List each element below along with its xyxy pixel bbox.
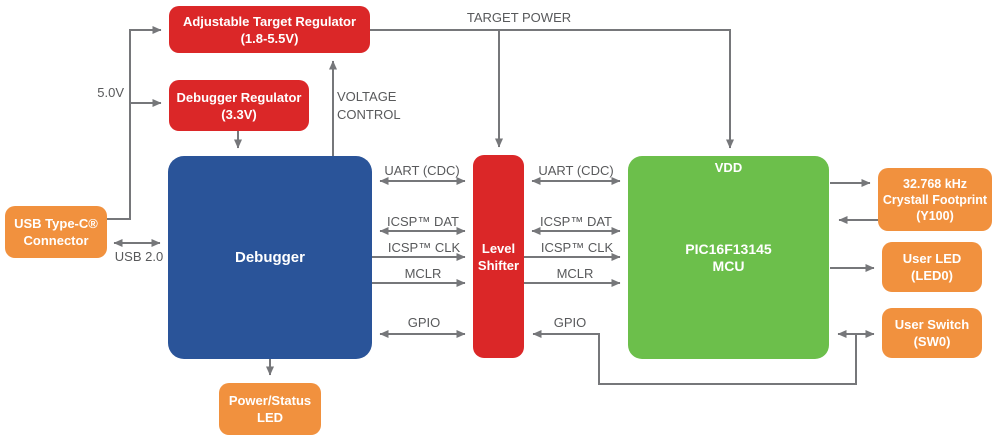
label-icsp-dat-right: ICSP™ DAT xyxy=(540,214,612,229)
block-label: PIC16F13145 xyxy=(685,240,772,257)
block-debugger: Debugger xyxy=(168,156,372,359)
block-label: MCU xyxy=(712,257,745,274)
label-voltage-control-line1: VOLTAGE xyxy=(337,89,397,104)
label-icsp-clk-right: ICSP™ CLK xyxy=(540,240,614,255)
block-pic16f13145-mcu: VDD PIC16F13145 MCU xyxy=(628,156,829,359)
block-level-shifter: Level Shifter xyxy=(473,155,524,358)
block-label: Debugger xyxy=(234,249,305,266)
block-label: Level xyxy=(481,240,516,256)
block-crystal-footprint: 32.768 kHz Crystall Footprint (Y100) xyxy=(878,168,992,231)
wires-mcu-crystal xyxy=(830,179,878,224)
block-label: User LED xyxy=(902,251,962,266)
label-usb-2-0: USB 2.0 xyxy=(114,249,164,264)
wire-5v-supply xyxy=(106,26,162,220)
wire-target-power xyxy=(370,29,734,149)
label-gpio-left: GPIO xyxy=(407,315,441,330)
block-label: Crystall Footprint xyxy=(882,192,988,207)
label-uart-cdc-right: UART (CDC) xyxy=(538,163,614,178)
block-label: USB Type-C® xyxy=(14,216,98,231)
label-icsp-dat-left: ICSP™ DAT xyxy=(387,214,459,229)
label-voltage-control-line2: CONTROL xyxy=(337,107,401,122)
block-label: (Y100) xyxy=(916,208,954,223)
block-debugger-regulator: Debugger Regulator (3.3V) xyxy=(169,80,309,131)
block-label: Adjustable Target Regulator xyxy=(182,13,357,29)
label-mclr-left: MCLR xyxy=(404,266,442,281)
label-5v: 5.0V xyxy=(97,85,124,100)
block-adjustable-target-regulator: Adjustable Target Regulator (1.8-5.5V) xyxy=(169,6,370,53)
block-label: 32.768 kHz xyxy=(903,176,967,191)
label-icsp-clk-left: ICSP™ CLK xyxy=(387,240,461,255)
mcu-vdd-pin-label: VDD xyxy=(714,160,743,175)
block-label: (LED0) xyxy=(911,268,953,283)
block-label: Debugger Regulator xyxy=(176,89,302,105)
block-user-led: User LED (LED0) xyxy=(882,242,982,292)
block-label: Power/Status xyxy=(228,393,312,408)
block-label: (3.3V) xyxy=(221,106,257,122)
block-label: (1.8-5.5V) xyxy=(240,30,299,46)
block-label: Connector xyxy=(23,233,89,248)
block-label: LED xyxy=(257,410,283,425)
wires-levelshifter-mcu xyxy=(524,177,621,287)
block-usb-type-c-connector: USB Type-C® Connector xyxy=(5,206,107,258)
block-label: User Switch xyxy=(894,317,970,332)
block-power-status-led: Power/Status LED xyxy=(219,383,321,435)
label-target-power: TARGET POWER xyxy=(466,10,572,25)
wire-gpio-net xyxy=(532,330,875,385)
block-label: Shifter xyxy=(477,257,520,273)
label-mclr-right: MCLR xyxy=(556,266,594,281)
block-user-switch: User Switch (SW0) xyxy=(882,308,982,358)
wires-debugger-levelshifter xyxy=(372,177,466,338)
label-uart-cdc-left: UART (CDC) xyxy=(384,163,460,178)
block-label: (SW0) xyxy=(913,334,951,349)
label-gpio-right: GPIO xyxy=(553,315,587,330)
